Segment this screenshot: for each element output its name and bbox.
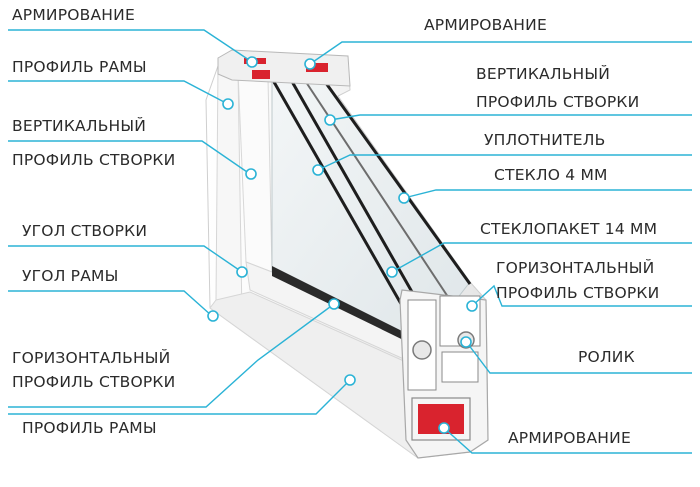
glass-edge-1: [272, 81, 426, 345]
marker-sash-corner: [236, 266, 248, 278]
marker-vertical-sash-left: [245, 168, 257, 180]
roller-left: [412, 340, 432, 360]
leader-vertical-sash-left: [8, 140, 251, 175]
marker-reinforcement-top-right: [304, 58, 316, 70]
glass-edge-3: [316, 71, 472, 285]
label-seal: УПЛОТНИТЕЛЬ: [484, 131, 606, 149]
label-reinforcement-top-right: АРМИРОВАНИЕ: [424, 16, 547, 34]
label-roller: РОЛИК: [578, 348, 635, 366]
label-glass-unit: СТЕКЛОПАКЕТ 14 ММ: [480, 220, 658, 238]
reinforcement-top-left: [252, 70, 270, 79]
leader-frame-profile-bottom: [8, 379, 351, 415]
glass-spacer: [272, 266, 424, 350]
reinforcement-top-right: [306, 63, 328, 72]
glass-edge-4: [301, 75, 455, 307]
marker-glass-unit: [386, 266, 398, 278]
label-frame-profile-bottom: ПРОФИЛЬ РАМЫ: [22, 419, 157, 437]
leader-frame-profile-top: [8, 80, 227, 104]
label-vertical-sash-left-line1: ВЕРТИКАЛЬНЫЙ: [12, 117, 147, 135]
marker-frame-profile-top: [222, 98, 234, 110]
marker-glass: [398, 192, 410, 204]
leader-horizontal-sash-left: [8, 303, 335, 408]
label-sash-corner: УГОЛ СТВОРКИ: [22, 222, 148, 240]
label-frame-profile-top: ПРОФИЛЬ РАМЫ: [12, 58, 147, 76]
leader-lines: [8, 29, 692, 454]
leader-reinforcement-top-left: [8, 29, 253, 63]
label-reinforcement-top-left: АРМИРОВАНИЕ: [12, 6, 135, 24]
label-horizontal-sash-right-line1: ГОРИЗОНТАЛЬНЫЙ: [496, 259, 655, 277]
marker-horizontal-sash-right: [466, 300, 478, 312]
leader-frame-corner: [8, 290, 213, 317]
marker-horizontal-sash-left: [328, 298, 340, 310]
reinforcement-chamber: [411, 397, 471, 441]
frame-chamber: [441, 351, 479, 383]
marker-frame-corner: [207, 310, 219, 322]
marker-reinforcement-top-left: [246, 56, 258, 68]
label-frame-corner: УГОЛ РАМЫ: [22, 267, 119, 285]
leader-roller: [467, 343, 692, 374]
label-horizontal-sash-left-line1: ГОРИЗОНТАЛЬНЫЙ: [12, 349, 171, 367]
leader-reinforcement-bottom: [443, 427, 692, 454]
leader-glass-unit: [391, 242, 692, 273]
leader-vertical-sash-right: [329, 114, 692, 121]
leader-sash-corner: [8, 245, 243, 273]
leader-seal: [317, 154, 692, 171]
label-vertical-sash-right-line2: ПРОФИЛЬ СТВОРКИ: [476, 93, 640, 111]
callout-markers: [207, 56, 478, 434]
label-vertical-sash-left-line2: ПРОФИЛЬ СТВОРКИ: [12, 151, 176, 169]
leader-glass: [403, 189, 692, 199]
marker-reinforcement-bottom: [438, 422, 450, 434]
leader-horizontal-sash-right: [471, 284, 692, 307]
marker-roller: [460, 336, 472, 348]
label-horizontal-sash-right-line2: ПРОФИЛЬ СТВОРКИ: [496, 284, 660, 302]
top-section: [217, 49, 351, 87]
leader-reinforcement-top-right: [309, 41, 692, 65]
label-horizontal-sash-left-line2: ПРОФИЛЬ СТВОРКИ: [12, 373, 176, 391]
marker-vertical-sash-right: [324, 114, 336, 126]
label-reinforcement-bottom: АРМИРОВАНИЕ: [508, 429, 631, 447]
marker-seal: [312, 164, 324, 176]
marker-frame-profile-bottom: [344, 374, 356, 386]
label-vertical-sash-right-line1: ВЕРТИКАЛЬНЫЙ: [476, 65, 611, 83]
label-glass: СТЕКЛО 4 ММ: [494, 166, 608, 184]
